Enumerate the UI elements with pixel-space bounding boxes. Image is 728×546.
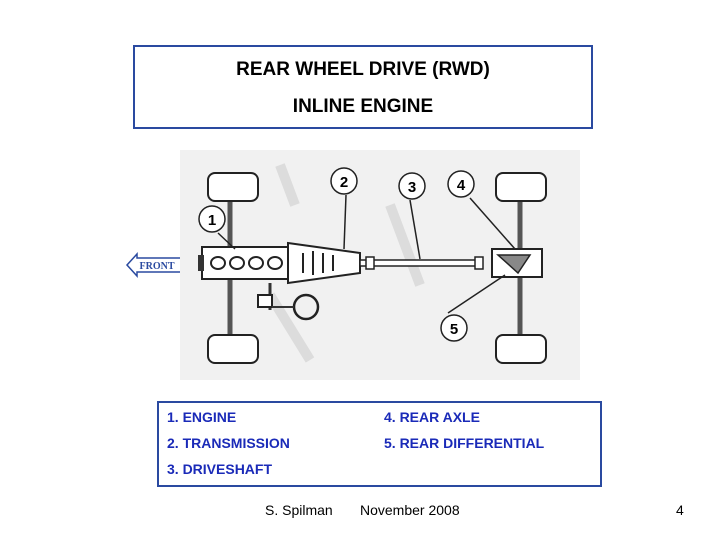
page-number: 4 — [676, 502, 684, 518]
title-line-1: REAR WHEEL DRIVE (RWD) — [236, 59, 490, 80]
callout-1: 1 — [198, 205, 226, 233]
callout-5-label: 5 — [450, 321, 458, 338]
watermark-marks — [265, 163, 425, 363]
front-right-wheel — [207, 334, 259, 364]
legend-item-rear-differential: 5. REAR DIFFERENTIAL — [384, 435, 545, 451]
title-box: REAR WHEEL DRIVE (RWD) INLINE ENGINE — [133, 45, 593, 129]
callout-3: 3 — [398, 172, 426, 200]
rear-u-joint — [474, 256, 484, 270]
footer-date: November 2008 — [360, 502, 460, 518]
front-label: FRONT — [140, 261, 175, 272]
callout-2-label: 2 — [340, 174, 348, 191]
callout-4: 4 — [447, 170, 475, 198]
callout-5: 5 — [440, 314, 468, 342]
transmission-gears — [302, 251, 334, 275]
rear-left-wheel — [495, 172, 547, 202]
callout-leaders — [217, 194, 516, 314]
driveshaft — [359, 259, 481, 267]
front-u-joint — [365, 256, 375, 270]
callout-3-label: 3 — [408, 179, 416, 196]
engine-front-pulley — [198, 255, 204, 271]
legend-item-rear-axle: 4. REAR AXLE — [384, 409, 480, 425]
callout-1-label: 1 — [208, 212, 216, 229]
legend-box: 1. ENGINE 2. TRANSMISSION 3. DRIVESHAFT … — [157, 401, 602, 487]
callout-2: 2 — [330, 167, 358, 195]
rear-right-wheel — [495, 334, 547, 364]
ring-gear — [496, 254, 532, 275]
callout-4-label: 4 — [457, 177, 466, 194]
legend-item-driveshaft: 3. DRIVESHAFT — [167, 461, 273, 477]
steering-box — [257, 294, 273, 308]
title-line-2: INLINE ENGINE — [292, 96, 434, 117]
engine-cylinders — [210, 256, 283, 270]
footer-author: S. Spilman — [265, 502, 333, 518]
drivetrain-diagram: 1 2 3 4 5 — [180, 150, 580, 380]
front-left-wheel — [207, 172, 259, 202]
legend-item-engine: 1. ENGINE — [167, 409, 237, 425]
legend-item-transmission: 2. TRANSMISSION — [167, 435, 290, 451]
